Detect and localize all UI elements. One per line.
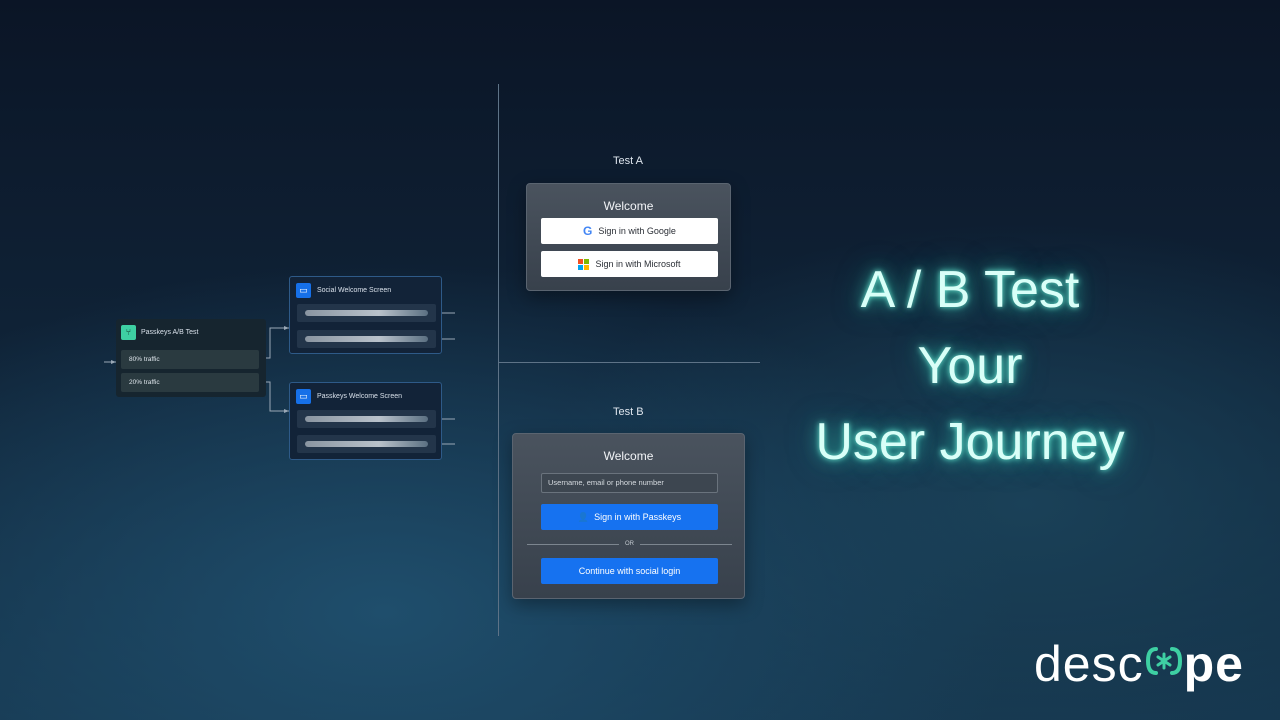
social-welcome-screen-node[interactable]: ▭ Social Welcome Screen xyxy=(289,276,442,354)
microsoft-icon xyxy=(578,258,590,270)
placeholder-bar xyxy=(305,441,428,447)
ab-test-title: Passkeys A/B Test xyxy=(141,329,199,336)
screen-icon: ▭ xyxy=(296,283,311,298)
headline: A / B Test Your User Journey xyxy=(770,252,1170,480)
horizontal-divider xyxy=(498,362,760,363)
welcome-title: Welcome xyxy=(603,199,654,213)
logo-o-icon xyxy=(1145,647,1182,675)
passkeys-welcome-screen-node[interactable]: ▭ Passkeys Welcome Screen xyxy=(289,382,442,460)
placeholder-bar xyxy=(305,310,428,316)
passkeys-screen-title: Passkeys Welcome Screen xyxy=(317,393,403,400)
social-button-label: Continue with social login xyxy=(578,566,681,576)
social-login-button[interactable]: Continue with social login xyxy=(541,558,718,584)
split-icon: ⑂ xyxy=(121,325,136,340)
username-input[interactable]: Username, email or phone number xyxy=(541,473,718,493)
test-a-label: Test A xyxy=(613,155,643,167)
passkeys-sign-in-button[interactable]: 👤 Sign in with Passkeys xyxy=(541,504,718,530)
google-icon: G xyxy=(583,224,593,238)
headline-line-3: User Journey xyxy=(815,413,1125,471)
screen-output-row xyxy=(297,410,436,428)
ab-test-node[interactable]: ⑂ Passkeys A/B Test 80% traffic 20% traf… xyxy=(116,319,266,397)
vertical-divider xyxy=(498,84,499,636)
microsoft-sign-in-button[interactable]: Sign in with Microsoft xyxy=(541,251,718,277)
google-button-label: Sign in with Google xyxy=(598,226,676,236)
welcome-title: Welcome xyxy=(603,449,654,463)
placeholder-bar xyxy=(305,336,428,342)
user-key-icon: 👤 xyxy=(577,511,590,522)
test-b-card: Welcome Username, email or phone number … xyxy=(512,433,745,599)
screen-output-row xyxy=(297,435,436,453)
screen-output-row xyxy=(297,330,436,348)
microsoft-button-label: Sign in with Microsoft xyxy=(595,259,681,269)
headline-line-2: Your xyxy=(917,337,1023,395)
test-a-card: Welcome G Sign in with Google Sign in wi… xyxy=(526,183,731,291)
or-separator: OR xyxy=(527,539,732,549)
placeholder-bar xyxy=(305,416,428,422)
descope-logo: desc pe xyxy=(1034,634,1244,694)
headline-line-1: A / B Test xyxy=(860,261,1080,319)
logo-text-part1: desc xyxy=(1034,636,1144,692)
traffic-branch-80[interactable]: 80% traffic xyxy=(121,350,259,369)
or-text: OR xyxy=(625,541,634,547)
screen-icon: ▭ xyxy=(296,389,311,404)
traffic-branch-20[interactable]: 20% traffic xyxy=(121,373,259,392)
google-sign-in-button[interactable]: G Sign in with Google xyxy=(541,218,718,244)
passkeys-button-label: Sign in with Passkeys xyxy=(594,512,682,522)
logo-text-part2: pe xyxy=(1183,636,1244,692)
test-b-label: Test B xyxy=(613,406,644,418)
screen-output-row xyxy=(297,304,436,322)
social-screen-title: Social Welcome Screen xyxy=(317,287,392,294)
